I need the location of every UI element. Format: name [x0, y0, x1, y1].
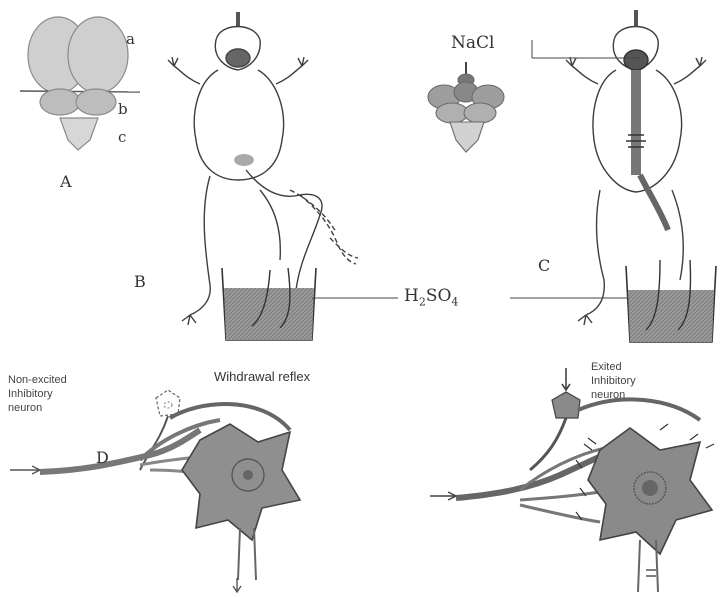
h2so4-sub4: 4 [451, 295, 458, 308]
label-D: D [96, 448, 109, 467]
withdrawal-reflex-caption: Wihdrawal reflex [214, 369, 310, 384]
h2so4-sub2: 2 [419, 295, 426, 308]
label-c: c [118, 128, 126, 146]
non-excited-line-1: Non-excited [8, 373, 67, 387]
excited-line-3: neuron [591, 388, 636, 402]
excited-line-2: Inhibitory [591, 374, 636, 388]
label-C: C [538, 256, 550, 275]
acid-beaker-c [626, 260, 716, 342]
label-b: b [118, 100, 128, 118]
non-excited-line-3: neuron [8, 401, 67, 415]
h2so4-so: SO [426, 286, 452, 306]
label-A: A [60, 172, 72, 191]
synapse-diagram-left [10, 390, 300, 592]
h2so4-label: H2SO4 [404, 286, 458, 308]
nacl-label: NaCl [451, 33, 494, 53]
excited-line-1: Exited [591, 360, 636, 374]
non-excited-neuron-label: Non-excited Inhibitory neuron [8, 373, 67, 415]
excited-neuron-label: Exited Inhibitory neuron [591, 360, 636, 402]
synapse-diagram-right [430, 368, 714, 592]
brain-diagram-nacl [428, 62, 504, 152]
non-excited-line-2: Inhibitory [8, 387, 67, 401]
frog-b [168, 12, 358, 325]
label-B: B [134, 272, 146, 291]
label-a: a [126, 30, 135, 48]
h2so4-h: H [404, 286, 419, 306]
frog-c [566, 10, 706, 325]
acid-beaker-b [222, 268, 316, 340]
